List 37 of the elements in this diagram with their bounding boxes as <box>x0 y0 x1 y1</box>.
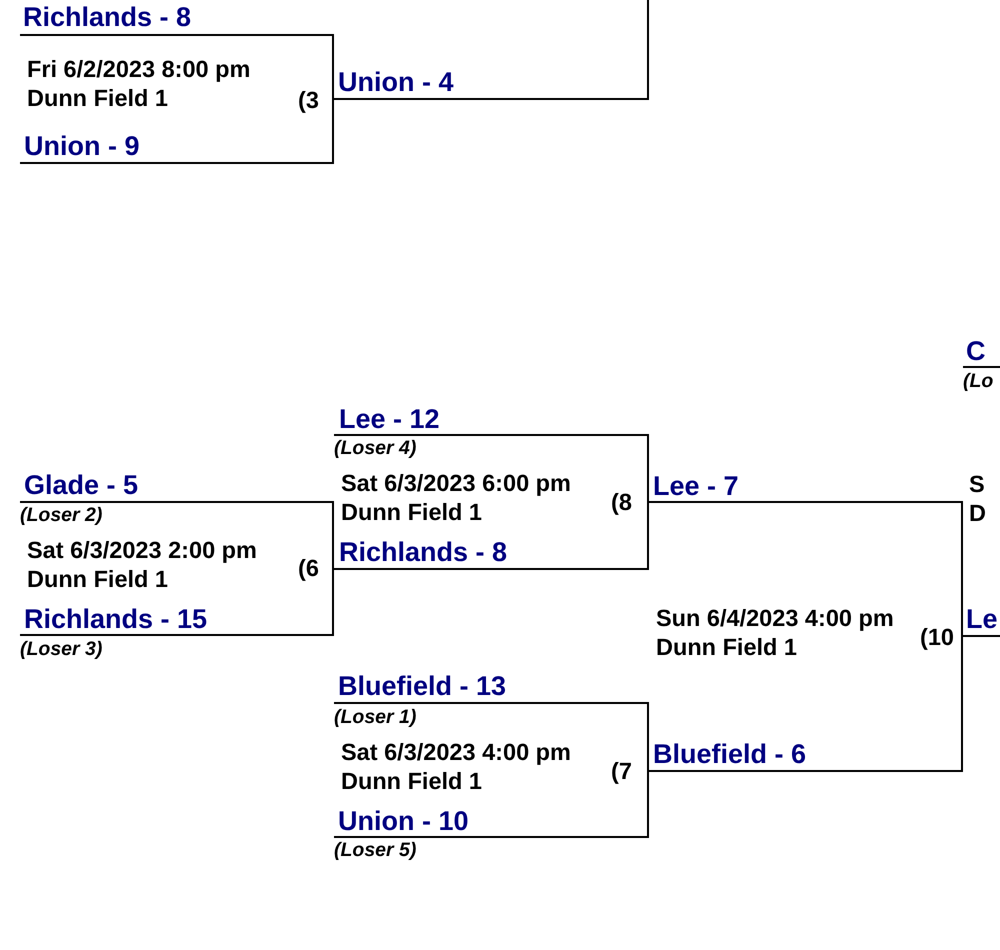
field-name: Dunn Field 1 <box>341 766 482 795</box>
game-time: S <box>969 470 985 498</box>
loser-note: (Loser 1) <box>334 706 416 728</box>
game-time: Sat 6/3/2023 6:00 pm <box>341 468 571 497</box>
team-score: Glade - 5 <box>24 471 138 499</box>
loser-note: (Lo <box>963 370 994 392</box>
loser-note: (Loser 2) <box>20 504 102 526</box>
game-time: Sun 6/4/2023 4:00 pm <box>656 604 894 632</box>
field-name: D <box>969 498 986 526</box>
loser-note: (Loser 5) <box>334 839 416 861</box>
team-score: Richlands - 8 <box>339 538 508 566</box>
team-score: Union - 4 <box>338 68 454 96</box>
game-number: (8 <box>611 488 632 516</box>
team-score: C <box>966 337 986 365</box>
team-score: Bluefield - 6 <box>653 740 806 768</box>
game-time: Sat 6/3/2023 4:00 pm <box>341 738 571 766</box>
team-score: Lee - 12 <box>339 405 440 433</box>
team-score: Richlands - 8 <box>23 3 192 31</box>
game-bracket <box>334 0 649 101</box>
team-score: Union - 10 <box>338 807 469 835</box>
game-number: (6 <box>298 554 319 582</box>
game-number: (10 <box>920 622 954 651</box>
team-score: Lee - 7 <box>653 472 739 500</box>
team-score: Bluefield - 13 <box>338 672 506 700</box>
team-score: Le <box>966 605 998 633</box>
team-score: Richlands - 15 <box>24 604 208 633</box>
game-number: (7 <box>611 757 632 785</box>
field-name: Dunn Field 1 <box>656 633 797 661</box>
game-time: Sat 6/3/2023 2:00 pm <box>27 536 257 564</box>
game-number: (3 <box>298 86 319 114</box>
game-time: Fri 6/2/2023 8:00 pm <box>27 54 250 83</box>
loser-note: (Loser 4) <box>334 437 416 459</box>
team-score: Union - 9 <box>24 132 140 160</box>
loser-note: (Loser 3) <box>20 638 102 660</box>
field-name: Dunn Field 1 <box>27 84 168 112</box>
field-name: Dunn Field 1 <box>27 564 168 593</box>
field-name: Dunn Field 1 <box>341 498 482 526</box>
